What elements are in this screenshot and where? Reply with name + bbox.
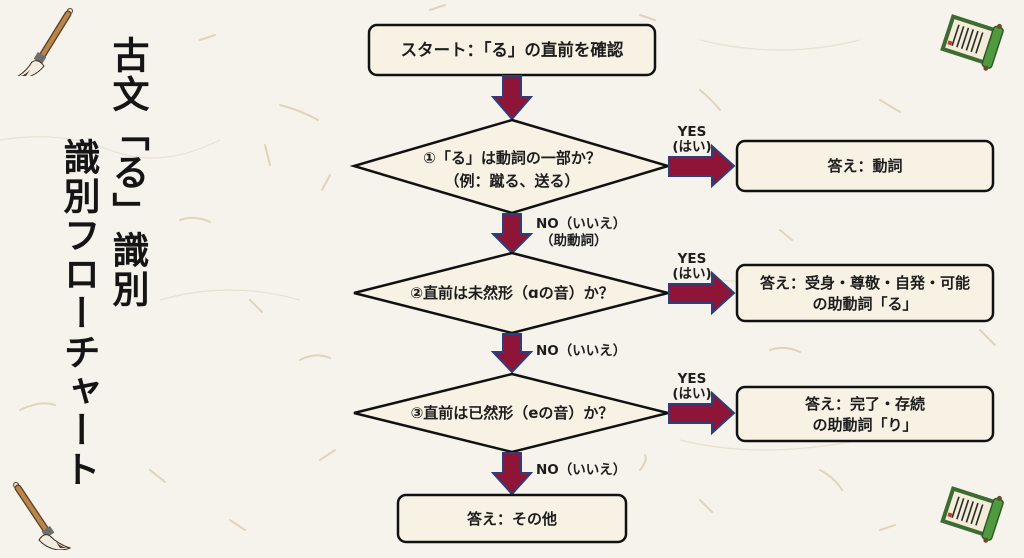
arrow-right-yes: [668, 270, 736, 316]
answer-node-perfect-ri: 答え：完了・存続 の助動詞「り」: [735, 385, 995, 443]
decision-1-line-2: （例：蹴る、送る）: [444, 172, 579, 190]
yes-label-ja: (はい): [672, 386, 711, 402]
no-label: NO（いいえ）: [536, 462, 626, 478]
scroll-icon: [940, 14, 1004, 71]
answer-3-line-1: 答え：完了・存続: [805, 395, 925, 413]
yes-label: YES: [677, 251, 707, 267]
brush-icon: [12, 481, 72, 550]
brush-icon: [17, 7, 74, 76]
answer-2-line-2: の助動詞「る」: [812, 295, 917, 313]
no-label-sub: （助動詞）: [540, 232, 608, 249]
decision-3-line-1: ③直前は已然形（eの音）か？: [411, 404, 614, 422]
decision-3: ③直前は已然形（eの音）か？: [353, 372, 669, 454]
decision-1: ①「る」は動詞の一部か？ （例：蹴る、送る）: [349, 118, 673, 215]
start-node: スタート：「る」の直前を確認: [367, 23, 657, 77]
start-label: スタート：「る」の直前を確認: [401, 40, 624, 60]
yes-label-ja: (はい): [672, 266, 711, 282]
yes-label-ja: (はい): [672, 139, 711, 155]
arrow-right-yes: [668, 390, 736, 436]
arrow-right-yes: [668, 143, 736, 189]
arrow-down-no: [490, 452, 534, 496]
decision-1-line-1: ①「る」は動詞の一部か？: [423, 149, 601, 167]
answer-node-verb: 答え：動詞: [735, 139, 995, 193]
no-label: NO（いいえ）: [536, 216, 626, 232]
yes-label: YES: [677, 124, 707, 140]
title-line-2: 識別フローチャート: [57, 138, 100, 489]
arrow-down-no: [490, 213, 534, 255]
decision-2: ②直前は未然形（ɑの音）か？: [353, 251, 669, 335]
answer-3-line-2: の助動詞「り」: [812, 416, 917, 434]
yes-label: YES: [677, 371, 707, 387]
no-label: NO（いいえ）: [536, 343, 626, 359]
answer-node-passive-ru: 答え：受身・尊敬・自発・可能 の助動詞「る」: [735, 263, 995, 323]
answer-1-label: 答え：動詞: [827, 157, 902, 175]
arrow-down-no: [490, 333, 534, 374]
title-line-1: 古文「る」識別: [106, 36, 149, 309]
decision-2-line-1: ②直前は未然形（ɑの音）か？: [410, 284, 613, 302]
arrow-down: [490, 75, 534, 121]
answer-2-line-1: 答え：受身・尊敬・自発・可能: [760, 274, 970, 292]
final-label: 答え：その他: [467, 510, 557, 528]
final-node-other: 答え：その他: [396, 493, 628, 544]
scroll-icon: [940, 486, 1004, 543]
